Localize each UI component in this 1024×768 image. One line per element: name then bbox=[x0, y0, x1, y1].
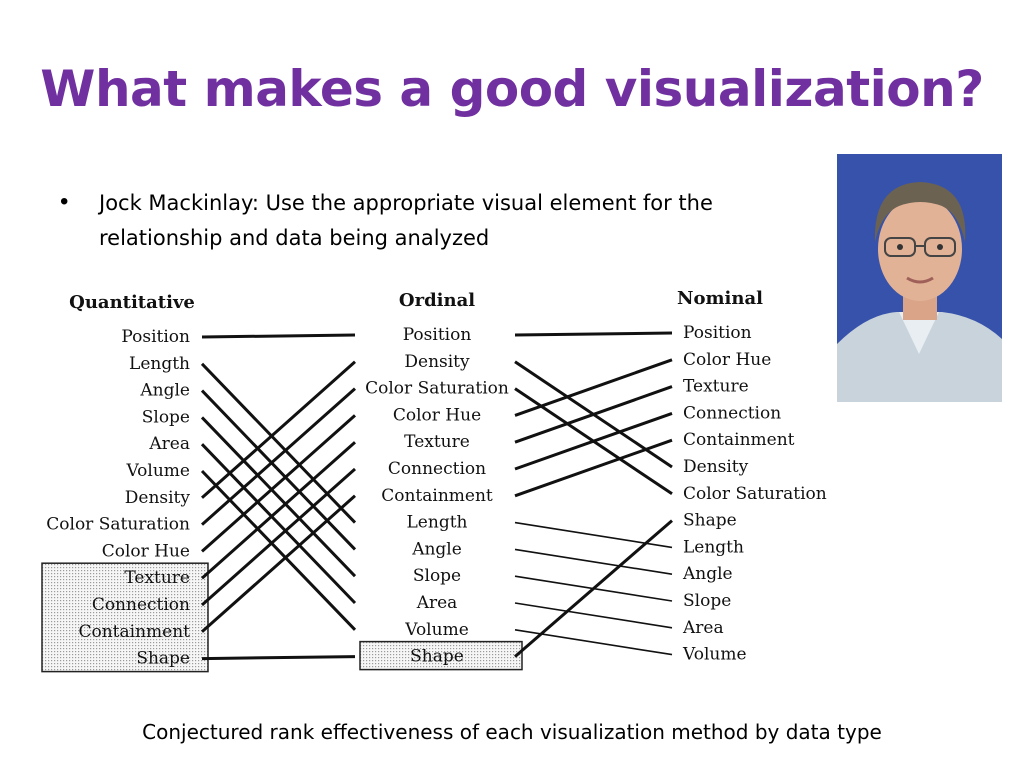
label-ordinal-angle: Angle bbox=[411, 539, 462, 559]
label-nominal-slope: Slope bbox=[683, 591, 731, 611]
label-ordinal-shape: Shape bbox=[410, 647, 464, 667]
slide-title: What makes a good visualization? bbox=[40, 60, 984, 118]
link-q-o-position bbox=[201, 333, 356, 339]
label-ordinal-area: Area bbox=[416, 593, 458, 613]
label-ordinal-containment: Containment bbox=[381, 486, 493, 506]
link-q-o-slope bbox=[200, 416, 357, 578]
label-nominal-containment: Containment bbox=[683, 430, 795, 450]
column-header-quantitative: Quantitative bbox=[69, 292, 195, 313]
label-quantitative-volume: Volume bbox=[125, 461, 190, 481]
bullet-text: Jock Mackinlay: Use the appropriate visu… bbox=[99, 186, 799, 256]
label-quantitative-connection: Connection bbox=[92, 595, 190, 615]
link-o-n-area bbox=[514, 602, 673, 629]
link-q-o-connection bbox=[201, 467, 356, 607]
label-ordinal-texture: Texture bbox=[404, 432, 470, 452]
label-nominal-shape: Shape bbox=[683, 511, 737, 531]
column-header-ordinal: Ordinal bbox=[399, 290, 475, 311]
link-o-n-containment bbox=[514, 438, 673, 498]
label-ordinal-slope: Slope bbox=[413, 566, 461, 586]
label-ordinal-position: Position bbox=[403, 325, 472, 345]
label-ordinal-color-saturation: Color Saturation bbox=[365, 379, 509, 399]
link-o-n-connection bbox=[514, 411, 673, 471]
link-q-o-color-saturation bbox=[201, 387, 356, 526]
label-quantitative-color-hue: Color Hue bbox=[102, 541, 190, 561]
label-nominal-angle: Angle bbox=[682, 564, 733, 584]
link-o-n-position bbox=[514, 331, 673, 337]
bullet-line-2: relationship and data being analyzed bbox=[99, 226, 490, 250]
link-q-o-area bbox=[200, 443, 357, 605]
label-quantitative-containment: Containment bbox=[78, 622, 190, 642]
link-q-o-containment bbox=[201, 494, 356, 633]
label-quantitative-color-saturation: Color Saturation bbox=[46, 515, 190, 535]
link-o-n-color-hue bbox=[514, 358, 673, 417]
label-ordinal-density: Density bbox=[404, 352, 470, 372]
label-quantitative-angle: Angle bbox=[139, 381, 190, 401]
label-quantitative-shape: Shape bbox=[136, 649, 190, 669]
mackinlay-ranking-diagram: QuantitativePositionLengthAngleSlopeArea… bbox=[41, 288, 827, 673]
label-nominal-area: Area bbox=[682, 618, 724, 638]
label-quantitative-area: Area bbox=[148, 434, 190, 454]
link-o-n-shape bbox=[514, 519, 673, 658]
label-nominal-connection: Connection bbox=[683, 403, 781, 423]
label-quantitative-length: Length bbox=[129, 354, 190, 374]
greyed-region-0 bbox=[41, 562, 209, 673]
label-ordinal-color-hue: Color Hue bbox=[393, 405, 481, 425]
link-o-n-length bbox=[514, 521, 673, 549]
greyed-region-1 bbox=[359, 640, 523, 671]
label-nominal-position: Position bbox=[683, 323, 752, 343]
label-quantitative-density: Density bbox=[125, 488, 191, 508]
link-q-o-shape bbox=[201, 655, 356, 661]
label-nominal-volume: Volume bbox=[682, 645, 747, 665]
label-quantitative-slope: Slope bbox=[142, 407, 190, 427]
bullet-marker: • bbox=[60, 188, 69, 215]
column-header-nominal: Nominal bbox=[677, 288, 763, 309]
link-q-o-density bbox=[201, 360, 356, 499]
link-q-o-color-hue bbox=[201, 414, 356, 553]
label-ordinal-volume: Volume bbox=[404, 620, 469, 640]
label-ordinal-length: Length bbox=[407, 513, 468, 533]
link-q-o-length bbox=[200, 362, 357, 524]
link-q-o-volume bbox=[200, 469, 357, 631]
label-quantitative-position: Position bbox=[121, 327, 190, 347]
label-nominal-length: Length bbox=[683, 537, 744, 557]
bullet-line-1: Jock Mackinlay: Use the appropriate visu… bbox=[99, 191, 713, 215]
label-ordinal-connection: Connection bbox=[388, 459, 486, 479]
link-q-o-angle bbox=[200, 389, 357, 551]
portrait-photo bbox=[837, 154, 1002, 402]
link-o-n-volume bbox=[514, 629, 673, 656]
link-o-n-angle bbox=[514, 548, 673, 575]
slide-caption: Conjectured rank effectiveness of each v… bbox=[142, 720, 882, 744]
label-nominal-color-saturation: Color Saturation bbox=[683, 484, 827, 504]
link-o-n-texture bbox=[514, 385, 673, 444]
link-q-o-texture bbox=[201, 441, 356, 580]
label-nominal-density: Density bbox=[683, 457, 749, 477]
label-quantitative-texture: Texture bbox=[124, 568, 190, 588]
label-nominal-texture: Texture bbox=[683, 377, 749, 397]
label-nominal-color-hue: Color Hue bbox=[683, 350, 771, 370]
